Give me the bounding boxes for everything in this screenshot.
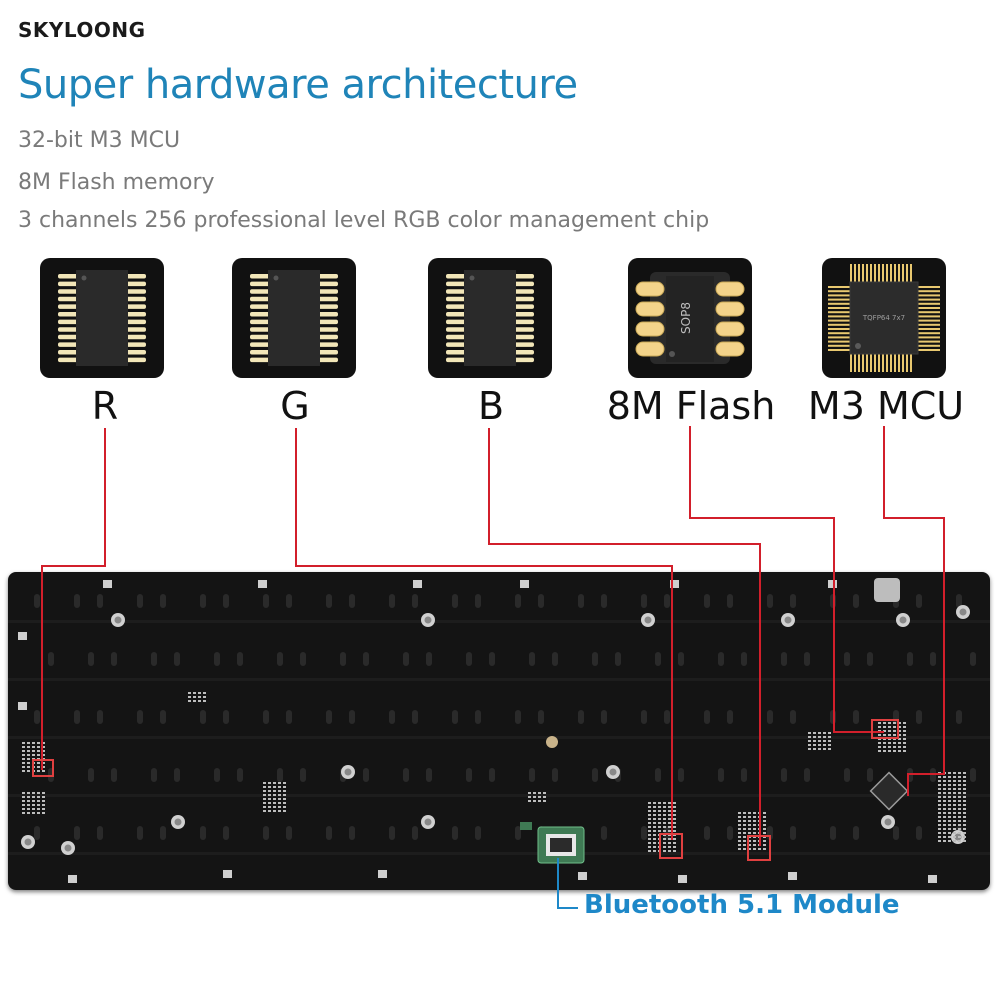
sop8-chip-icon: SOP8 [635, 272, 745, 364]
spec-rgb-chip: 3 channels 256 professional level RGB co… [18, 208, 710, 233]
chip-label-b: B [477, 384, 505, 428]
chip-label-g: G [280, 384, 310, 428]
chip-b-image [428, 258, 552, 378]
mcu-marking: TQFP64 7x7 [862, 314, 905, 322]
chip-mcu-image: TQFP64 7x7 [822, 258, 946, 378]
sop8-marking: SOP8 [679, 302, 693, 334]
bluetooth-module-label: Bluetooth 5.1 Module [584, 890, 900, 920]
brand-logo: SKYLOONG [18, 18, 146, 42]
tqfp64-chip-icon: TQFP64 7x7 [828, 264, 940, 372]
chip-g-image [232, 258, 356, 378]
chip-r-image [40, 258, 164, 378]
chip-flash-image: SOP8 [628, 258, 752, 378]
page-title: Super hardware architecture [18, 62, 578, 108]
spec-mcu: 32-bit M3 MCU [18, 128, 181, 153]
spec-flash: 8M Flash memory [18, 170, 215, 195]
chip-label-flash: 8M Flash [606, 384, 776, 428]
pcb-artwork [8, 578, 990, 883]
soic-chip-g-icon [250, 270, 338, 366]
chip-label-r: R [91, 384, 119, 428]
soic-chip-b-icon [446, 270, 534, 366]
soic-chip-r-icon [58, 270, 146, 366]
chip-label-mcu: M3 MCU [807, 384, 965, 428]
keyboard-pcb [8, 572, 990, 890]
